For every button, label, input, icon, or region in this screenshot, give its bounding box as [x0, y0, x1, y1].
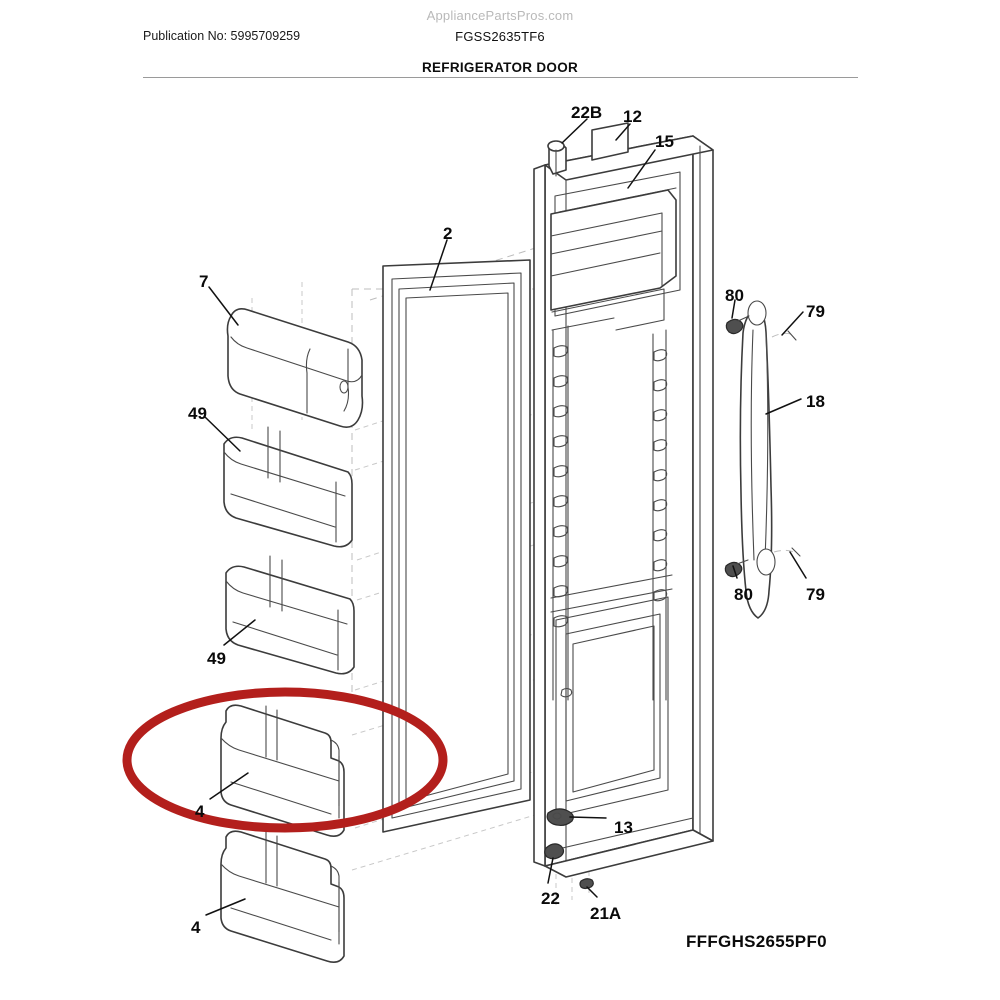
model-number: FGSS2635TF6 — [455, 29, 545, 44]
header-divider — [143, 77, 858, 78]
dairy-compartment-part-7 — [226, 308, 364, 428]
callout-80-lower: 80 — [734, 585, 753, 604]
callout-22b: 22B — [571, 103, 603, 122]
callout-7: 7 — [199, 272, 209, 291]
callout-4-lower: 4 — [191, 918, 201, 937]
callout-22: 22 — [541, 889, 560, 908]
callout-15: 15 — [655, 132, 674, 151]
callout-2: 2 — [443, 224, 453, 243]
gallon-door-bin-lower-part-4 — [220, 830, 345, 963]
publication-number: Publication No: 5995709259 — [143, 29, 301, 43]
callout-12: 12 — [623, 107, 642, 126]
callout-49-middle: 49 — [207, 649, 226, 668]
callout-79-lower: 79 — [806, 585, 825, 604]
door-gasket-part-2 — [382, 259, 531, 833]
callout-79-upper: 79 — [806, 302, 825, 321]
callout-18: 18 — [806, 392, 825, 411]
shelf-slot-rail-right — [653, 349, 668, 602]
bottom-hinge-pin-part-22 — [544, 843, 565, 860]
footer-model-code: FFFGHS2655PF0 — [686, 932, 827, 951]
handle-screw-upper-part-80 — [725, 315, 750, 335]
door-bin-middle-part-49 — [225, 555, 355, 675]
refrigerator-door-assembly — [533, 122, 714, 878]
callout-49-upper: 49 — [188, 404, 207, 423]
highlight-ellipse — [122, 687, 448, 833]
callout-13: 13 — [614, 818, 633, 837]
shelf-slot-rail-left — [553, 345, 569, 628]
site-watermark: AppliancePartsPros.com — [426, 8, 574, 23]
callout-4-highlighted: 4 — [195, 802, 205, 821]
door-stop-part-13 — [546, 808, 574, 827]
callout-21a: 21A — [590, 904, 622, 923]
door-bin-upper-part-49 — [223, 426, 353, 548]
callout-80-upper: 80 — [725, 286, 744, 305]
handle-end-cap-lower-part-79 — [773, 547, 801, 557]
door-handle-part-18 — [739, 300, 776, 619]
page-title: REFRIGERATOR DOOR — [421, 60, 579, 75]
gallon-door-bin-part-4-highlighted — [220, 704, 345, 837]
callout-leader-lines — [204, 118, 807, 916]
hinge-bushing-part-21a — [579, 878, 594, 890]
